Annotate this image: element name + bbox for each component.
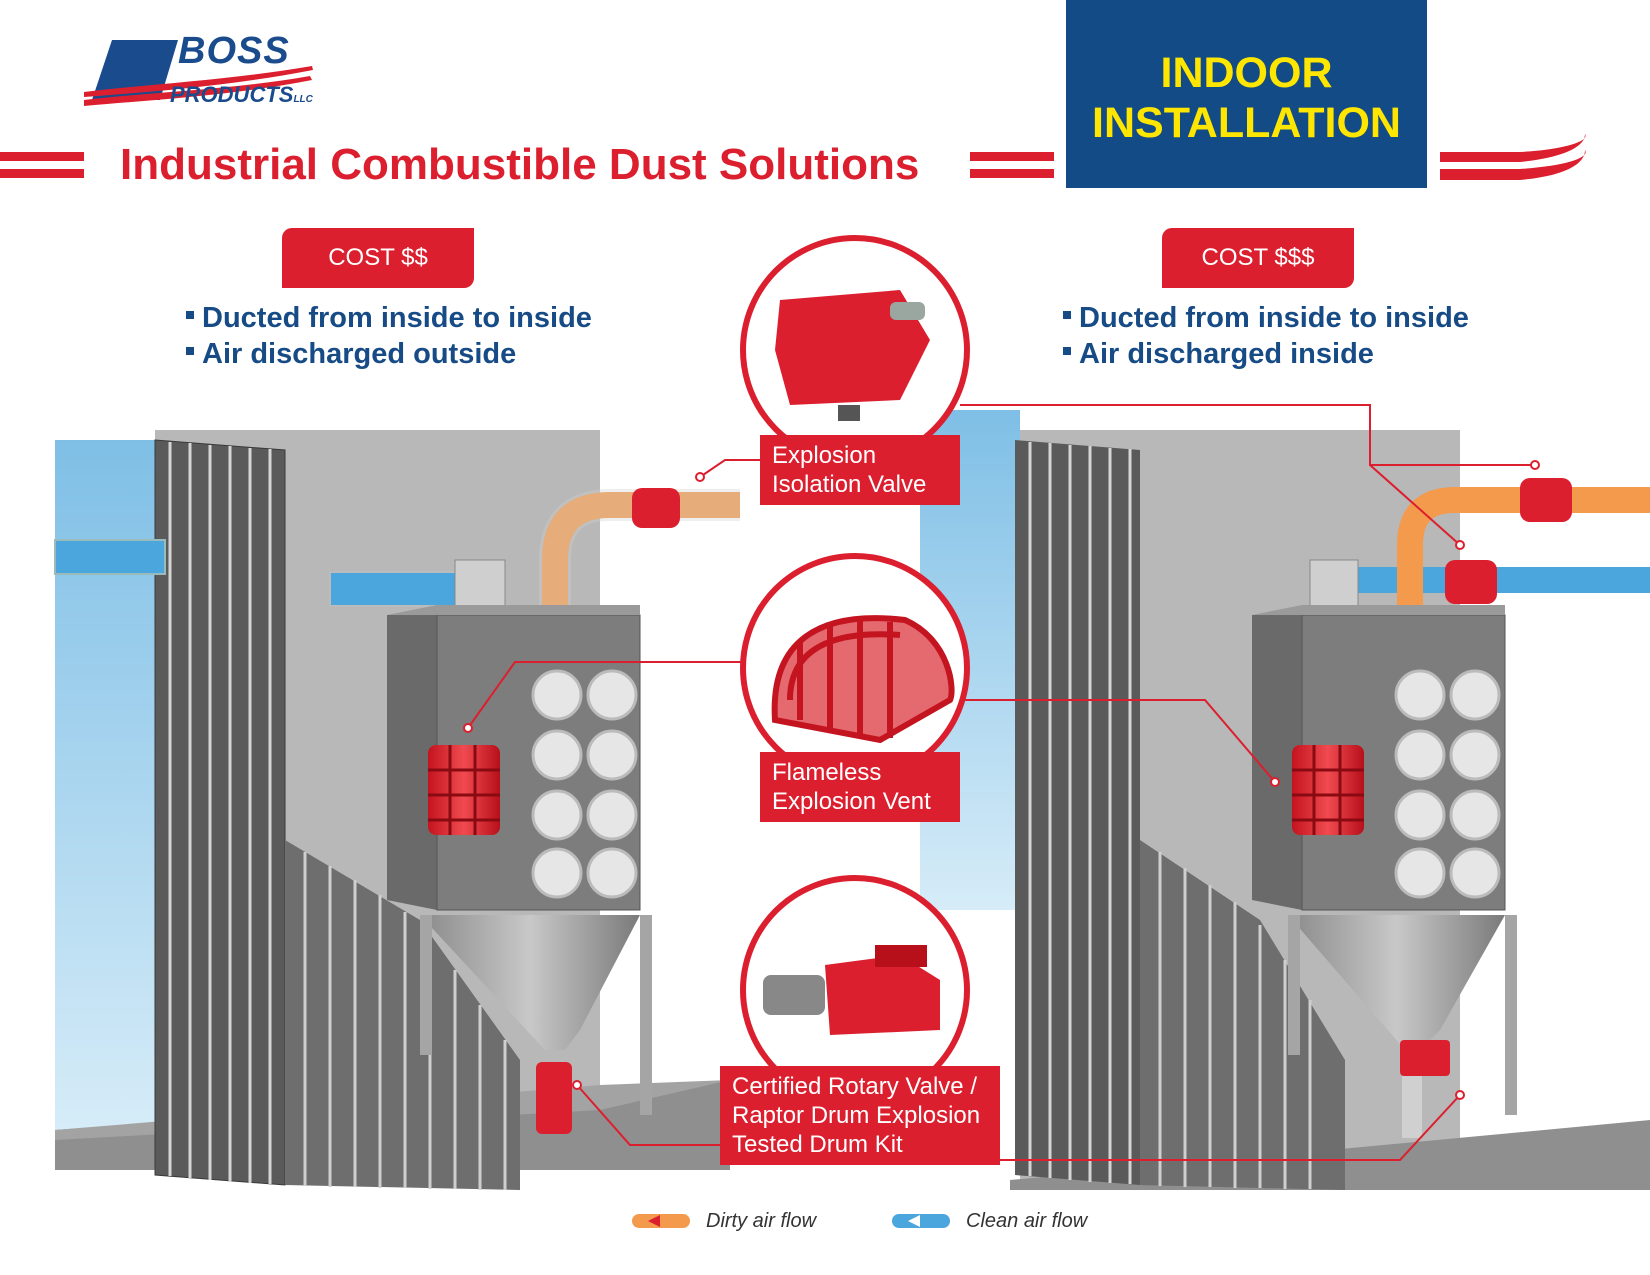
right-isolation-valve-lower: [1445, 560, 1497, 604]
label-line: Isolation Valve: [772, 471, 927, 498]
right-bullet-1: Ducted from inside to inside: [1063, 300, 1469, 336]
logo-red-stripes: [84, 66, 313, 106]
right-cost-badge: COST $$$: [1162, 228, 1354, 288]
legend-clean-swatch: [892, 1214, 950, 1228]
left-flameless-vent: [428, 745, 500, 835]
left-hopper: [420, 915, 640, 1050]
legend-clean-label: Clean air flow: [966, 1210, 1088, 1232]
left-hopper-frame: [640, 915, 652, 1115]
logo-brand: BOSS: [178, 30, 290, 72]
left-filter-ports: [531, 669, 638, 899]
left-collector-top: [387, 605, 640, 615]
indoor-installation-banner: INDOOR INSTALLATION: [1066, 0, 1427, 188]
right-bullets: Ducted from inside to inside Air dischar…: [1063, 300, 1469, 372]
legend-dirty-swatch: [632, 1214, 690, 1228]
left-stripes: [0, 152, 1054, 178]
left-outlet-duct: [54, 539, 166, 575]
right-filter-ports: [1394, 669, 1501, 899]
label-line: Certified Rotary Valve /: [732, 1073, 977, 1100]
left-bullets: Ducted from inside to inside Air dischar…: [186, 300, 592, 372]
right-flameless-vent: [1292, 745, 1364, 835]
legend-dirty-label: Dirty air flow: [706, 1210, 817, 1232]
right-rotary-valve: [1400, 1040, 1450, 1076]
header-decoration: [0, 40, 1586, 180]
logo-sub: PRODUCTSLLC: [170, 82, 313, 107]
right-collector-side: [1252, 615, 1302, 910]
flameless-explosion-vent-label: Flameless Explosion Vent: [760, 752, 960, 822]
left-isolation-valve-small: [632, 488, 680, 528]
label-line: Tested Drum Kit: [732, 1131, 903, 1158]
label-line: Explosion: [772, 442, 877, 469]
label-line: Raptor Drum Explosion: [732, 1102, 981, 1129]
banner-line2: INSTALLATION: [1092, 99, 1401, 147]
right-swoosh: [1440, 134, 1586, 180]
isolation-valve-product: [775, 290, 930, 421]
right-bullet-2: Air discharged inside: [1063, 336, 1469, 372]
explosion-isolation-valve-label: Explosion Isolation Valve: [760, 435, 960, 505]
left-bullet-2: Air discharged outside: [186, 336, 592, 372]
left-clean-duct: [329, 571, 461, 607]
rotary-valve-product: [763, 945, 940, 1035]
right-scene: [920, 410, 1650, 1190]
left-corrugated-wall: [154, 439, 286, 1186]
leader-endpoints: [463, 460, 1540, 1100]
left-drum-kit: [536, 1062, 572, 1134]
left-dirty-duct: [542, 492, 740, 615]
flameless-vent-product: [771, 615, 955, 744]
label-line: Explosion Vent: [772, 788, 931, 815]
rotary-valve-label: Certified Rotary Valve / Raptor Drum Exp…: [720, 1066, 1000, 1165]
left-cost-badge: COST $$: [282, 228, 474, 288]
left-sloped-wall: [285, 840, 520, 1190]
right-hopper: [1288, 915, 1505, 1050]
leader-lines: [467, 404, 1535, 1161]
left-collector-side: [387, 615, 437, 910]
left-scene: [54, 430, 740, 1190]
page-title: Industrial Combustible Dust Solutions: [120, 140, 920, 189]
left-bullet-1: Ducted from inside to inside: [186, 300, 592, 336]
right-sloped-wall: [1140, 840, 1345, 1190]
label-line: Flameless: [772, 759, 882, 786]
banner-line1: INDOOR: [1160, 49, 1333, 97]
left-fan: [454, 559, 506, 609]
right-corrugated-wall: [1015, 440, 1140, 1185]
right-isolation-valve-upper: [1520, 478, 1572, 522]
logo-llc: LLC: [293, 94, 313, 105]
right-fan: [1309, 559, 1359, 609]
